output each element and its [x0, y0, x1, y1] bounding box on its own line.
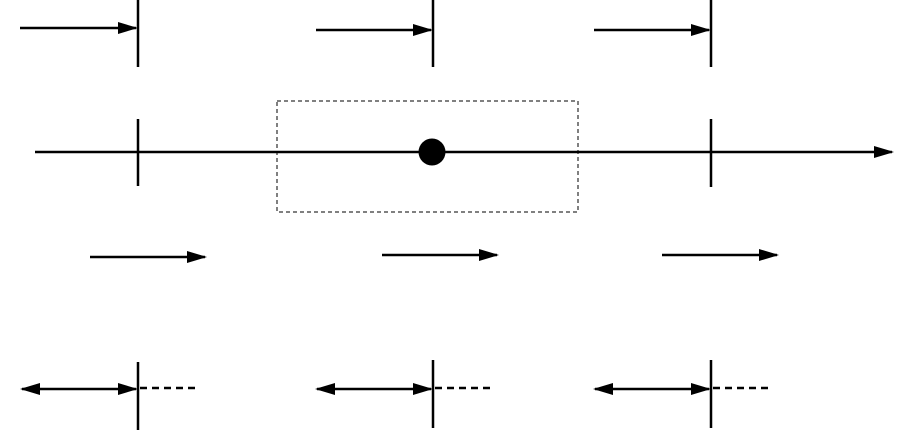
dashed-box — [276, 100, 579, 213]
axis-point — [418, 138, 446, 166]
bottom-row — [20, 360, 768, 430]
axis-row — [35, 100, 894, 213]
arrow-row — [90, 249, 779, 263]
top-row — [20, 0, 713, 67]
